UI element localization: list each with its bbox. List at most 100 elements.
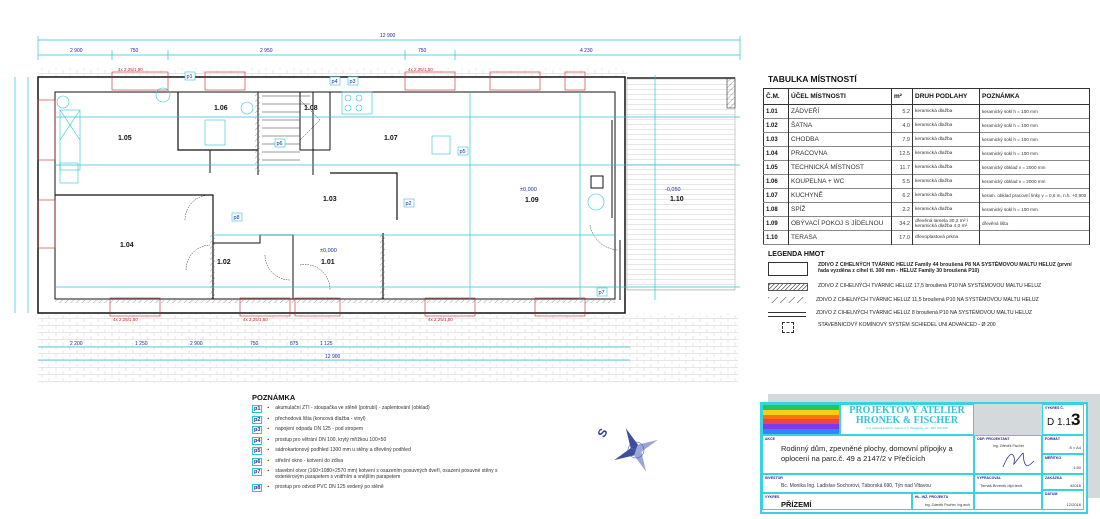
ground-paving bbox=[38, 313, 738, 383]
note-item: p4▪prostup pro větrání DN 100, krytý mří… bbox=[252, 436, 502, 448]
svg-text:1 125: 1 125 bbox=[320, 341, 333, 347]
note-tag: p5 bbox=[252, 447, 263, 455]
note-text: napojení odpadu DN 125 - pod stropem bbox=[275, 426, 364, 432]
room-note bbox=[979, 230, 1090, 245]
signature-icon bbox=[1002, 452, 1035, 468]
note-item: p1 ▪ akumulační ZTI - stoupačka ve stěně (… bbox=[252, 405, 502, 416]
drawing-number: 3 bbox=[1071, 410, 1081, 429]
room-m2: 17.0 bbox=[891, 230, 913, 245]
rainbow-stripe bbox=[763, 414, 839, 420]
room-name: KOUPELNA + WC bbox=[788, 174, 892, 189]
room-cm: 1.09 bbox=[763, 216, 789, 231]
room-note: keram. obklad pracovní linky v = 0,6 m, … bbox=[979, 188, 1090, 203]
room-m2: 34.2 bbox=[891, 216, 913, 231]
svg-text:±0,000: ±0,000 bbox=[320, 248, 337, 254]
ground-strip bbox=[38, 68, 628, 76]
room-floor: keramická dlažba bbox=[912, 188, 980, 203]
svg-text:p1: p1 bbox=[187, 74, 193, 80]
room-cm: 1.02 bbox=[763, 118, 789, 133]
room-label: 1.01 bbox=[321, 259, 335, 266]
svg-text:750: 750 bbox=[130, 48, 139, 54]
svg-text:2 900: 2 900 bbox=[190, 341, 203, 347]
svg-text:p8: p8 bbox=[234, 215, 240, 221]
room-m2: 6.2 bbox=[891, 188, 913, 203]
bullet-icon: ▪ bbox=[267, 468, 270, 474]
wall-17-symbol bbox=[768, 283, 808, 291]
room-note: keramický obklad v = 2000 mm bbox=[979, 160, 1090, 175]
door-swings bbox=[184, 194, 619, 291]
vykres-cell: VÝKRES PŘÍZEMÍ bbox=[762, 493, 912, 510]
note-text: prostup pro odvod PVC DN 125 vedený po s… bbox=[275, 484, 384, 490]
room-note: keramický sokl h = 100 mm bbox=[979, 146, 1090, 161]
room-m2: 12.5 bbox=[891, 146, 913, 161]
chimney bbox=[590, 175, 604, 189]
company-logo: PROJEKTOVÝ ATELIÉR HRONEK & FISCHER Ing.… bbox=[840, 404, 974, 435]
note-item: p8▪prostup pro odvod PVC DN 125 vedený p… bbox=[252, 484, 502, 495]
note-tag: p6 bbox=[252, 457, 263, 466]
dimension-texts: 12 900 2 900 750 2 950 750 4 230 2 200 1… bbox=[70, 33, 593, 360]
room-cm: 1.01 bbox=[763, 104, 789, 119]
svg-text:750: 750 bbox=[418, 48, 427, 54]
rainbow-stripe bbox=[763, 409, 839, 415]
svg-text:750: 750 bbox=[250, 341, 259, 347]
window-labels: 4x 2,25/1,50 4x 2,25/1,50 4x 2,25/1,50 4… bbox=[113, 67, 453, 322]
room-floor: keramická dlažba bbox=[912, 104, 980, 119]
plan-note-tags: p1 p2 p3 p4 p5 p6 p7 p8 bbox=[184, 71, 608, 297]
svg-text:p2: p2 bbox=[406, 201, 412, 207]
note-tag: p2 bbox=[252, 415, 263, 424]
note-item: p3▪napojení odpadu DN 125 - pod stropem bbox=[252, 426, 502, 437]
svg-text:4x 2,25/1,50: 4x 2,25/1,50 bbox=[113, 317, 138, 322]
note-text: stavební otvor (160×1080×2570 mm) kotven… bbox=[275, 468, 498, 480]
odp-projektant-cell: ODP. PROJEKTANT Ing. Zdeněk Fischer bbox=[974, 435, 1042, 474]
bullet-icon: ▪ bbox=[267, 415, 270, 422]
room-floor: dřevoplastová prkna bbox=[912, 230, 980, 245]
room-note: keramický obklad v = 2000 mm bbox=[979, 174, 1090, 189]
north-arrow-icon bbox=[614, 428, 658, 472]
room-m2: 5.2 bbox=[891, 104, 913, 119]
room-label: 1.04 bbox=[120, 242, 134, 249]
room-name: CHODBA bbox=[788, 132, 892, 147]
svg-text:875: 875 bbox=[290, 341, 299, 347]
svg-text:-0,050: -0,050 bbox=[665, 187, 681, 193]
room-m2: 5.5 bbox=[891, 174, 913, 189]
investor-cell: INVESTOR Bc. Monika Ing. Ladislav Sochor… bbox=[762, 474, 974, 493]
notes-title: POZNÁMKA bbox=[252, 393, 296, 402]
legend-item: ZDIVO Z CIHELNÝCH TVÁRNIC HELUZ 17,5 bro… bbox=[768, 283, 1041, 291]
logo-rainbow bbox=[762, 404, 840, 435]
rainbow-stripe bbox=[763, 419, 839, 425]
room-name: ZÁDVEŘÍ bbox=[788, 104, 892, 119]
windows bbox=[37, 71, 586, 317]
room-m2: 4.0 bbox=[891, 118, 913, 133]
note-item: p6▪střešní okno - kotvení do zdiva bbox=[252, 457, 502, 469]
note-text: akumulační ZTI - stoupačka ve stěně (pot… bbox=[275, 405, 430, 411]
walls bbox=[37, 76, 626, 314]
room-note: keramický sokl h = 100 mm bbox=[979, 104, 1090, 119]
svg-text:2 950: 2 950 bbox=[260, 48, 273, 54]
note-item: p2▪přechodová lišta (koncová dlažba - vi… bbox=[252, 415, 502, 427]
note-item: p5 ▪ sádrokartonový podhled 1300 mm u stěn… bbox=[252, 447, 502, 458]
room-name: PRACOVNA bbox=[788, 146, 892, 161]
room-label: 1.09 bbox=[525, 197, 539, 204]
note-text: sádrokartonový podhled 1300 mm u stěny a… bbox=[275, 447, 411, 453]
bullet-icon: ▪ bbox=[267, 484, 270, 490]
room-cm: 1.03 bbox=[763, 132, 789, 147]
legend-item: STAVEBNICOVÝ KOMÍNOVÝ SYSTÉM SCHIEDEL UN… bbox=[768, 322, 996, 333]
bullet-icon: ▪ bbox=[267, 405, 270, 411]
room-note: dřevěná lišta bbox=[979, 216, 1090, 231]
room-cm: 1.06 bbox=[763, 174, 789, 189]
room-table-title: TABULKA MÍSTNOSTÍ bbox=[768, 74, 857, 84]
svg-text:4x 2,25/1,50: 4x 2,25/1,50 bbox=[118, 67, 143, 72]
room-floor: keramická dlažba bbox=[912, 146, 980, 161]
level-marks: ±0,000 ±0,000 -0,050 bbox=[320, 187, 681, 254]
bullet-icon: ▪ bbox=[267, 447, 270, 453]
svg-text:p5: p5 bbox=[460, 149, 466, 155]
chimney-symbol-icon bbox=[782, 322, 794, 333]
note-tag: p1 bbox=[252, 405, 263, 413]
room-floor: dřevěná lamela 30,2 m² / keramická dlažb… bbox=[912, 216, 980, 231]
